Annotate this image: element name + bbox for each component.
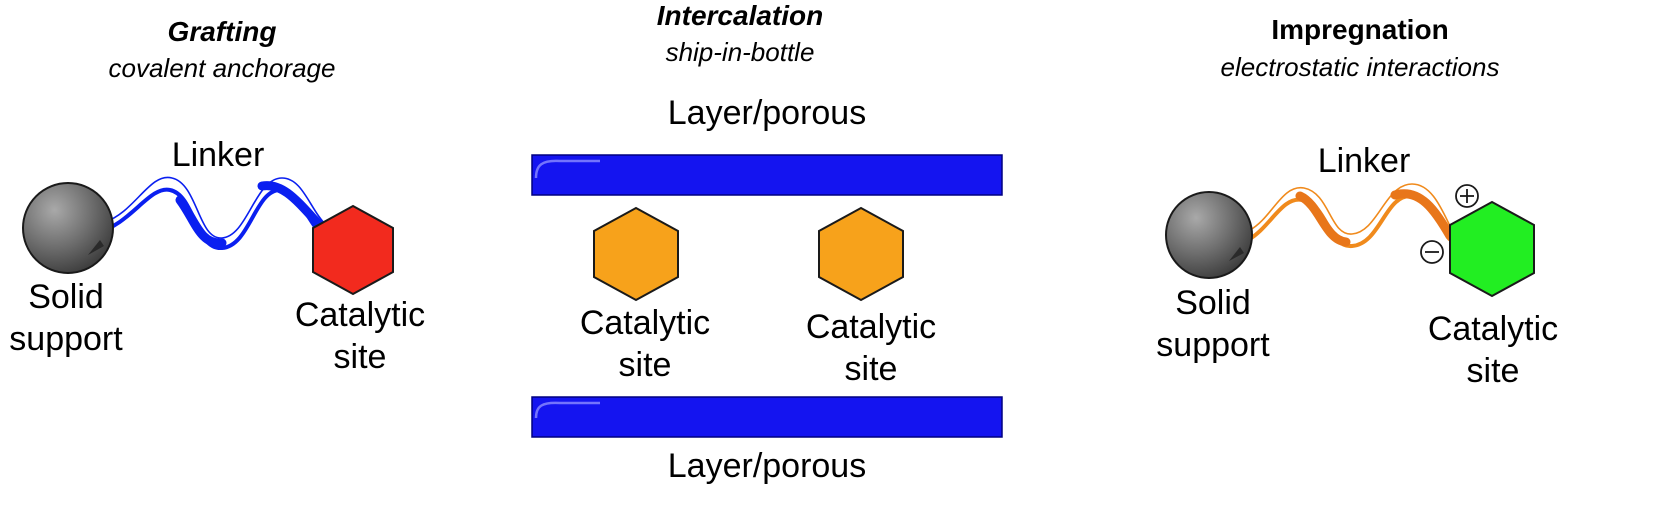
intercalation-site1-label-line2: site [618,346,672,384]
grafting-site-label-line1: Catalytic [294,296,426,334]
grafting-title: Grafting [167,16,277,47]
layer-top [531,154,1003,196]
layer-bottom [531,396,1003,438]
impregnation-linker [1246,183,1455,248]
impregnation-title: Impregnation [1271,14,1449,45]
intercalation-title: Intercalation [656,0,824,31]
grafting-catalytic-site [312,204,394,296]
impregnation-graphic [1165,183,1535,298]
impregnation-support-label-line1: Solid [1175,284,1251,322]
grafting-site-label-line2: site [333,338,387,376]
impregnation-catalytic-site [1449,200,1535,298]
negative-charge-icon [1420,240,1444,264]
impregnation-support-label-line2: support [1156,326,1270,364]
intercalation-catalytic-site-2 [818,206,904,302]
intercalation-site2-label-line1: Catalytic [805,308,937,346]
intercalation-site1-label-line1: Catalytic [579,304,711,342]
impregnation-site-label-line2: site [1466,352,1520,390]
grafting-support-label-line2: support [9,320,123,358]
layer-bottom-label: Layer/porous [667,447,867,485]
intercalation-site2-label-line2: site [844,350,898,388]
impregnation-site-label-line1: Catalytic [1427,310,1559,348]
positive-charge-icon [1455,184,1479,208]
layer-top-label: Layer/porous [667,94,867,132]
grafting-subtitle: covalent anchorage [108,53,336,83]
intercalation-catalytic-site-1 [593,206,679,302]
grafting-linker [97,176,331,251]
intercalation-graphic [531,154,1003,438]
impregnation-subtitle: electrostatic interactions [1220,52,1500,82]
impregnation-solid-support [1165,191,1253,279]
grafting-linker-label: Linker [171,136,265,174]
impregnation-linker-label: Linker [1317,142,1411,180]
intercalation-subtitle: ship-in-bottle [665,37,815,67]
grafting-support-label-line1: Solid [28,278,104,316]
grafting-solid-support [22,182,114,274]
grafting-graphic [22,176,394,296]
